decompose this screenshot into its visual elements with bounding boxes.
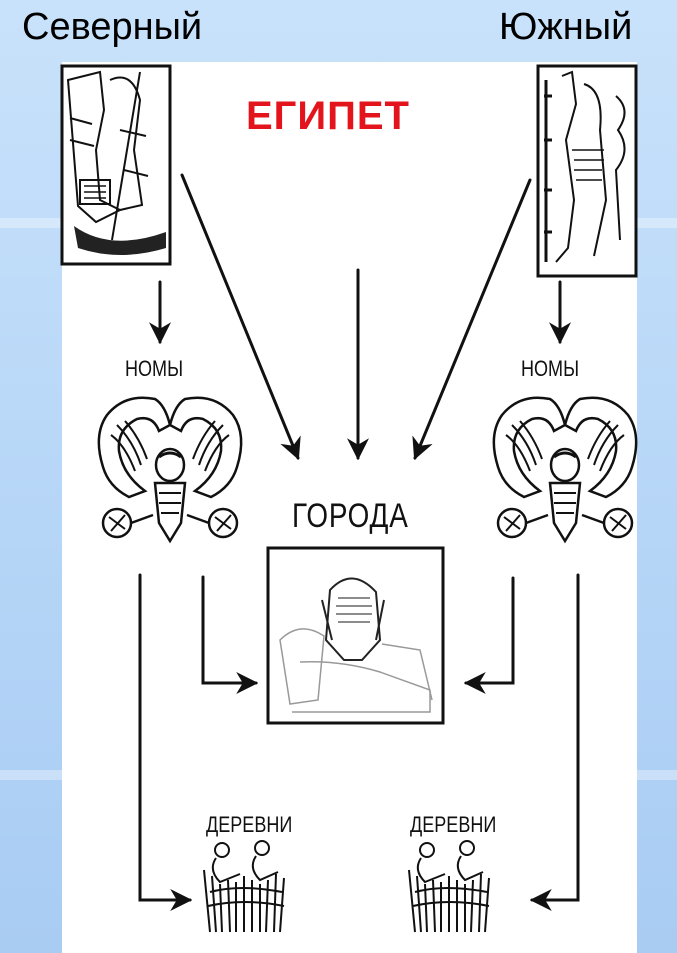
cities-label: ГОРОДА: [292, 497, 409, 536]
falcon-emblem-icon: [494, 398, 636, 541]
diagram-title: ЕГИПЕТ: [246, 94, 410, 139]
farmers-image: [204, 841, 284, 932]
sphinx-image: [268, 548, 443, 723]
south-pharaoh-image: [538, 66, 636, 276]
arrow-south-to-cities: [415, 180, 530, 458]
arrow-north-to-cities: [182, 175, 298, 458]
arrow-left-nomes-to-villages: [140, 575, 190, 900]
falcon-emblem-icon: [99, 398, 241, 541]
nomes-right-label: НОМЫ: [521, 356, 579, 382]
arrow-left-nomes-to-cities: [203, 577, 256, 683]
north-pharaoh-image: [62, 66, 170, 264]
villages-left-label: ДЕРЕВНИ: [206, 812, 292, 838]
nomes-left-label: НОМЫ: [125, 356, 183, 382]
villages-right-label: ДЕРЕВНИ: [410, 812, 496, 838]
arrow-right-nomes-to-villages: [532, 575, 578, 900]
arrow-right-nomes-to-cities: [466, 578, 513, 683]
farmers-image: [409, 841, 489, 932]
